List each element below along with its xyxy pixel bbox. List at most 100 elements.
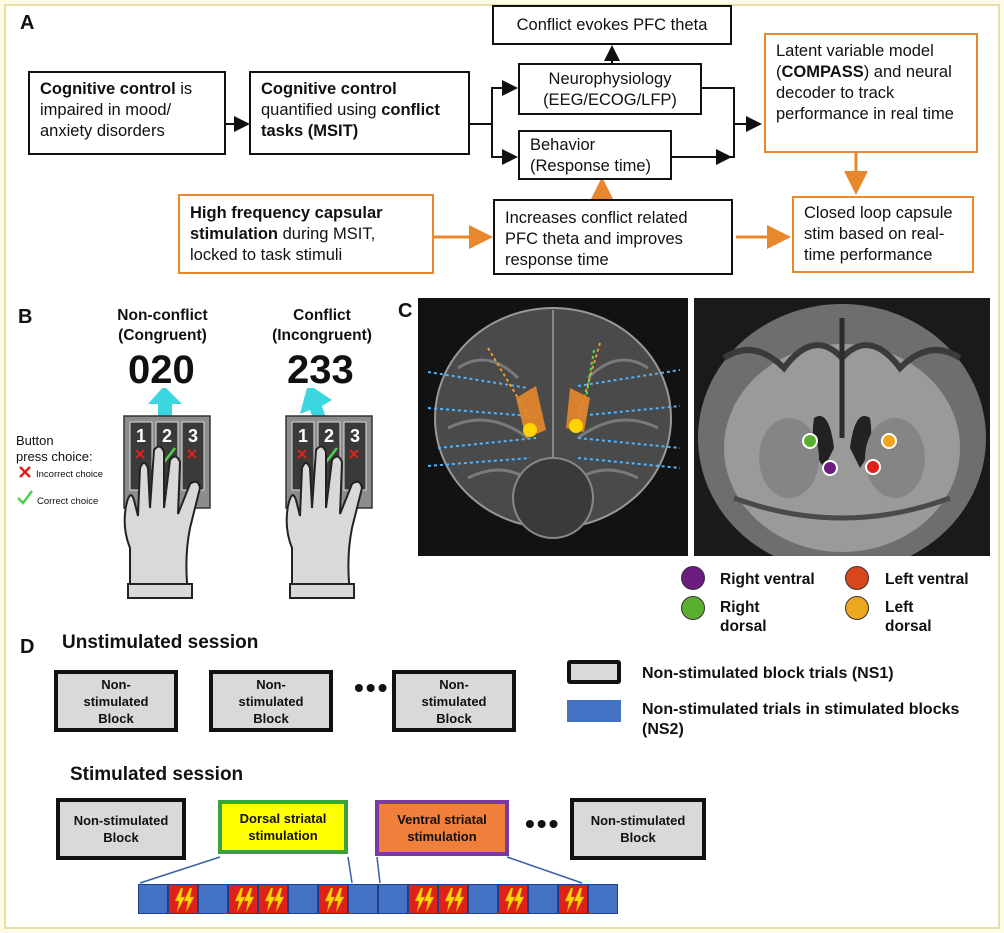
neuro-line2: (EEG/ECOG/LFP) xyxy=(543,91,677,109)
left-dorsal-label1: Left xyxy=(885,599,914,616)
latent-post: ) and neural decoder to track performanc… xyxy=(776,63,954,123)
neurophysiology-box: Neurophysiology (EEG/ECOG/LFP) xyxy=(518,63,702,115)
legend-ns1-swatch xyxy=(567,660,621,684)
brain-mri-image xyxy=(694,298,990,556)
conflict-number: 233 xyxy=(287,348,354,392)
key-1: 1 xyxy=(136,426,146,446)
nonstimulated-trial xyxy=(348,884,378,914)
stimulated-session-title: Stimulated session xyxy=(70,764,244,785)
cognitive-control-impaired-box: Cognitive control is impaired in mood/ a… xyxy=(28,71,226,155)
b2-l3: Block xyxy=(253,710,289,726)
right-ventral-dot xyxy=(681,566,705,590)
b2-l1: Non- xyxy=(256,676,286,692)
latent-bold: COMPASS xyxy=(781,63,864,81)
conflict-title2: (Incongruent) xyxy=(272,327,372,344)
ventral-l1: Ventral striatal xyxy=(397,812,487,827)
ventral-trial-strip xyxy=(378,884,618,914)
s2-l2: Block xyxy=(620,830,656,845)
nonconflict-number: 020 xyxy=(128,348,195,392)
nonstimulated-trial xyxy=(288,884,318,914)
stimulated-trial xyxy=(228,884,258,914)
hand-keypad-incongruent: 1 2 3 xyxy=(285,388,373,599)
box1-bold: Cognitive control xyxy=(40,80,176,98)
latent-variable-box: Latent variable model (COMPASS) and neur… xyxy=(764,33,978,153)
b1-l3: Block xyxy=(98,710,134,726)
stimulated-trial xyxy=(558,884,588,914)
incorrect-label: Incorrect choice xyxy=(36,469,104,480)
hfs-box: High frequency capsular stimulation duri… xyxy=(178,194,434,274)
key-3: 3 xyxy=(188,426,198,446)
left-dorsal-label2: dorsal xyxy=(885,618,932,635)
stimulated-trial xyxy=(318,884,348,914)
hfs-text: during MSIT, locked to task stimuli xyxy=(190,225,376,264)
s1-l2: Block xyxy=(103,830,139,845)
b3-l1: Non- xyxy=(439,676,469,692)
ventral-l2: stimulation xyxy=(407,829,477,844)
panel-a-arrows xyxy=(225,45,868,249)
ns2-line2: (NS2) xyxy=(642,721,684,738)
legend-ns2-label: Non-stimulated trials in stimulated bloc… xyxy=(642,700,959,740)
s2-l1: Non-stimulated xyxy=(590,813,686,828)
brain-3d-image xyxy=(418,298,688,556)
conflict-title1: Conflict xyxy=(293,307,351,324)
hfs-bold: High frequency capsular stimulation xyxy=(190,204,383,243)
nonconflict-title1: Non-conflict xyxy=(117,307,208,324)
button-press-legend-title: Button press choice: xyxy=(16,433,93,465)
legend-ns1-label: Non-stimulated block trials (NS1) xyxy=(642,665,894,682)
conflict-title: Conflict (Incongruent) xyxy=(262,306,382,346)
dorsal-trial-strip xyxy=(138,884,378,914)
dorsal-stim-block: Dorsal striatal stimulation xyxy=(218,800,348,854)
panel-letter-c: C xyxy=(398,300,413,322)
panel-letter-d: D xyxy=(20,636,35,658)
key-2: 2 xyxy=(162,426,172,446)
s1-l1: Non-stimulated xyxy=(73,813,169,828)
cognitive-control-quantified-box: Cognitive control quantified using confl… xyxy=(249,71,470,155)
box1-text: is impaired in mood/ anxiety disorders xyxy=(40,80,193,140)
nonstimulated-trial xyxy=(198,884,228,914)
dorsal-l1: Dorsal striatal xyxy=(239,811,327,826)
behavior-line2: (Response time) xyxy=(530,157,652,175)
b1-l1: Non- xyxy=(101,676,131,692)
behavior-box: Behavior (Response time) xyxy=(518,130,672,180)
stimulated-trial xyxy=(498,884,528,914)
increases-theta-box: Increases conflict related PFC theta and… xyxy=(493,199,733,275)
b3-l2: stimulated xyxy=(421,693,487,709)
right-dorsal-label: Right dorsal xyxy=(720,598,767,636)
ellipsis-1: ••• xyxy=(354,672,390,703)
ventral-stim-block: Ventral striatal stimulation xyxy=(375,800,509,856)
neuro-line1: Neurophysiology xyxy=(548,70,672,88)
right-dorsal-label1: Right xyxy=(720,599,760,616)
right-ventral-label: Right ventral xyxy=(720,571,815,588)
b1-l2: stimulated xyxy=(83,693,149,709)
key-1-b: 1 xyxy=(298,426,308,446)
nonstimulated-trial xyxy=(588,884,618,914)
unstimulated-session-title: Unstimulated session xyxy=(62,632,259,653)
key-3-b: 3 xyxy=(350,426,360,446)
correct-check-icon xyxy=(17,490,33,505)
b2-l2: stimulated xyxy=(238,693,304,709)
behavior-line1: Behavior xyxy=(530,136,596,154)
legend-title1: Button xyxy=(16,433,54,448)
left-dorsal-dot xyxy=(845,596,869,620)
legend-ns2-swatch xyxy=(567,700,621,722)
panel-letter-b: B xyxy=(18,306,33,328)
stimulated-trial xyxy=(408,884,438,914)
dorsal-l2: stimulation xyxy=(248,828,318,843)
nonstimulated-trial xyxy=(138,884,168,914)
incorrect-x-icon xyxy=(19,466,31,478)
hand-keypad-congruent: 1 2 3 xyxy=(123,388,211,599)
right-dorsal-dot xyxy=(681,596,705,620)
nonstimulated-trial xyxy=(378,884,408,914)
key-2-b: 2 xyxy=(324,426,334,446)
nonstimulated-trial xyxy=(528,884,558,914)
latent-pre: Latent variable model ( xyxy=(776,42,934,81)
stimulated-trial xyxy=(438,884,468,914)
nonconflict-title2: (Congruent) xyxy=(118,327,207,344)
nonconflict-title: Non-conflict (Congruent) xyxy=(100,306,225,346)
conflict-evokes-box: Conflict evokes PFC theta xyxy=(492,5,732,45)
nonstimulated-trial xyxy=(468,884,498,914)
